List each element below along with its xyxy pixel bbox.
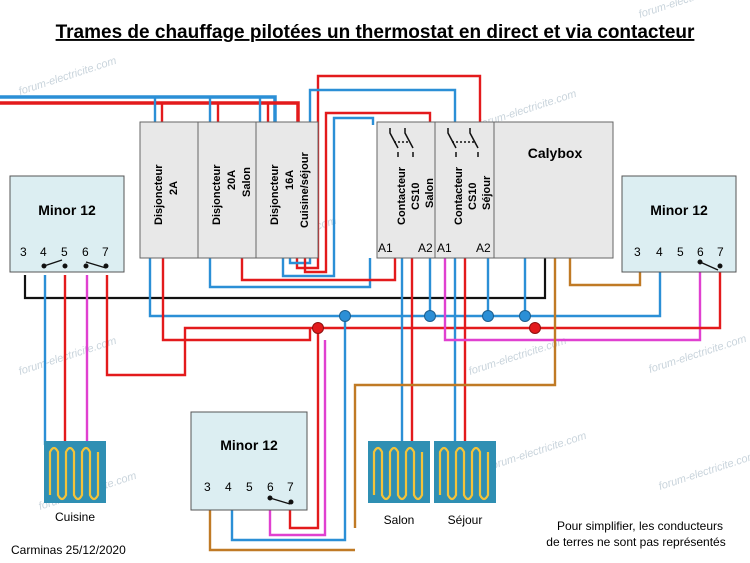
thermostat-left-terminal-5: 5 <box>61 245 68 259</box>
thermostat-right-terminal-5: 5 <box>677 245 684 259</box>
contactor-salon-line2: CS10 <box>410 182 422 210</box>
contactor-panel: Contacteur CS10 Salon A1 A2 Contacteur C… <box>376 121 614 259</box>
breaker-panel: Disjoncteur 2A Disjoncteur 20A Salon Dis… <box>139 121 319 259</box>
thermostat-bottom-terminal-3: 3 <box>204 480 211 494</box>
contactor-salon-line1: Contacteur <box>396 166 408 225</box>
thermostat-left: Minor 12 3 4 5 6 7 <box>9 175 125 273</box>
breaker-20a-line1: Disjoncteur <box>211 164 223 225</box>
contactor-sejour-a2: A2 <box>476 241 491 255</box>
thermostat-right-switch-icon <box>697 259 723 271</box>
heater-salon-label: Salon <box>384 513 415 527</box>
thermostat-bottom-terminal-7: 7 <box>287 480 294 494</box>
junction-dot <box>519 310 531 322</box>
contactor-salon-line3: Salon <box>424 178 436 208</box>
watermark-8: forum-electricite.com <box>467 335 568 378</box>
junction-dot <box>339 310 351 322</box>
heater-cuisine-label: Cuisine <box>55 510 95 524</box>
breaker-20a-line2: 20A <box>226 170 238 190</box>
thermostat-right-name: Minor 12 <box>650 202 708 218</box>
breaker-2a: Disjoncteur 2A <box>153 164 180 225</box>
thermostat-left-switch-icon <box>41 259 109 269</box>
junction-dots <box>312 310 541 334</box>
contactor-sejour: Contacteur CS10 Séjour A1 A2 <box>437 166 493 255</box>
thermostat-right-terminal-3: 3 <box>634 245 641 259</box>
contactor-salon: Contacteur CS10 Salon A1 A2 <box>378 166 436 255</box>
contactor-salon-a2: A2 <box>418 241 433 255</box>
junction-dot <box>312 322 324 334</box>
contactor-sejour-line2: CS10 <box>467 182 479 210</box>
watermark-9: forum-electricite.com <box>657 450 750 493</box>
thermostat-bottom-terminal-6: 6 <box>267 480 274 494</box>
breaker-16a-line2: 16A <box>284 170 296 190</box>
junction-dot <box>424 310 436 322</box>
watermark-6: forum-electricite.com <box>17 335 118 378</box>
thermostat-left-name: Minor 12 <box>38 202 96 218</box>
thermostat-left-terminal-6: 6 <box>82 245 89 259</box>
contactor-sejour-a1: A1 <box>437 241 452 255</box>
thermostat-bottom-terminal-4: 4 <box>225 480 232 494</box>
author-caption: Carminas 25/12/2020 <box>11 543 126 557</box>
thermostat-right-terminal-6: 6 <box>697 245 704 259</box>
breaker-16a-cuisine-sejour: Disjoncteur 16A Cuisine/séjour <box>269 151 311 228</box>
thermostat-left-terminal-4: 4 <box>40 245 47 259</box>
heater-sejour: Séjour <box>434 441 496 527</box>
thermostat-right-terminal-4: 4 <box>656 245 663 259</box>
breaker-16a-line3: Cuisine/séjour <box>299 151 311 228</box>
thermostat-right: Minor 12 3 4 5 6 7 <box>621 175 737 273</box>
junction-dot <box>529 322 541 334</box>
thermostat-bottom-terminal-5: 5 <box>246 480 253 494</box>
heater-sejour-label: Séjour <box>448 513 483 527</box>
thermostat-bottom: Minor 12 3 4 5 6 7 <box>190 411 308 511</box>
note-line-1: Pour simplifier, les conducteurs <box>557 519 723 533</box>
breaker-20a-line3: Salon <box>241 167 253 197</box>
contactor-salon-switch-icon <box>389 128 414 157</box>
calybox-label: Calybox <box>528 145 583 161</box>
thermostat-left-terminal-3: 3 <box>20 245 27 259</box>
contactor-sejour-switch-icon <box>447 128 479 157</box>
thermostat-bottom-switch-icon <box>267 495 294 505</box>
junction-dot <box>482 310 494 322</box>
breaker-16a-line1: Disjoncteur <box>269 164 281 225</box>
heater-cuisine: Cuisine <box>44 441 106 524</box>
contactor-sejour-line3: Séjour <box>481 175 493 210</box>
watermark-10: forum-electricite.com <box>487 430 588 473</box>
breaker-20a-salon: Disjoncteur 20A Salon <box>211 164 253 225</box>
breaker-2a-line2: 2A <box>168 181 180 195</box>
watermark-1: forum-electricite.com <box>637 0 738 21</box>
note-line-2: de terres ne sont pas représentés <box>546 535 725 549</box>
contactor-sejour-line1: Contacteur <box>453 166 465 225</box>
heater-salon: Salon <box>368 441 430 527</box>
thermostat-bottom-name: Minor 12 <box>220 437 278 453</box>
diagram-title: Trames de chauffage pilotées un thermost… <box>56 22 695 43</box>
watermark-3: forum-electricite.com <box>17 55 118 98</box>
thermostat-right-terminal-7: 7 <box>717 245 724 259</box>
thermostat-left-terminal-7: 7 <box>102 245 109 259</box>
contactor-salon-a1: A1 <box>378 241 393 255</box>
breaker-2a-line1: Disjoncteur <box>153 164 165 225</box>
